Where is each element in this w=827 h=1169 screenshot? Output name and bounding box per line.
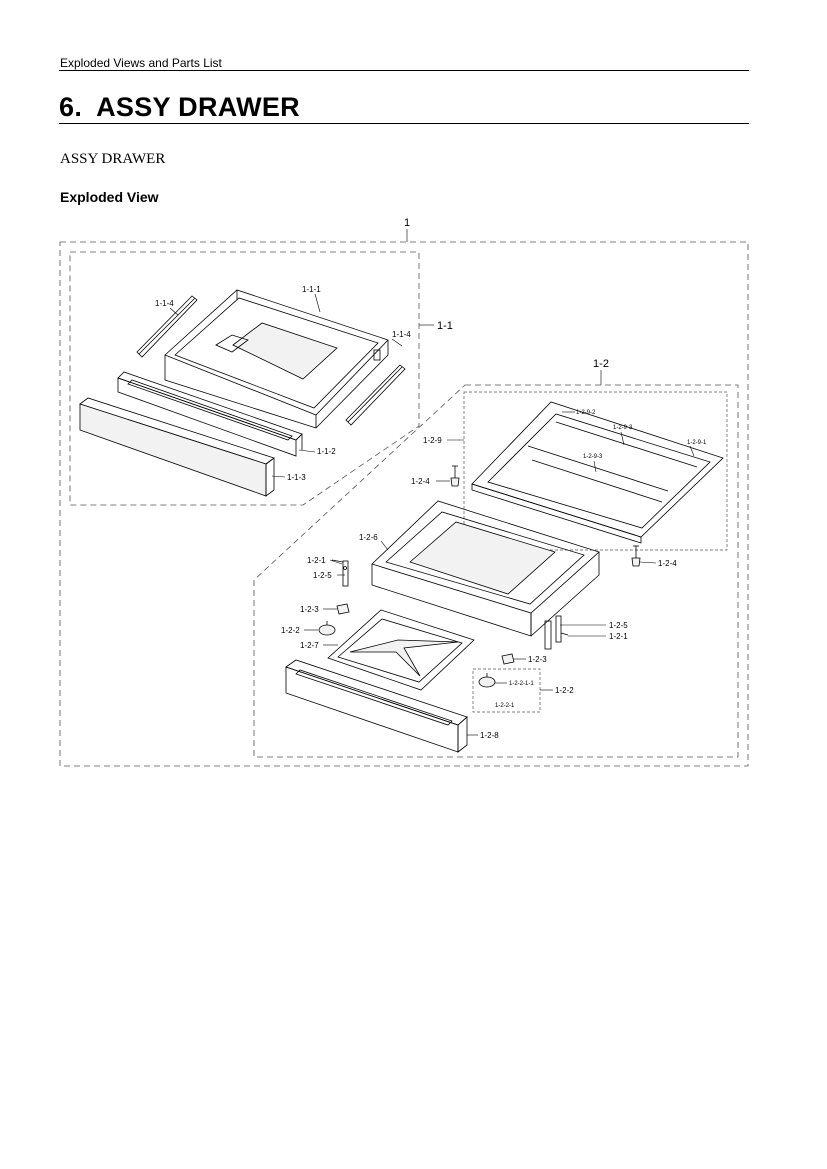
leader-1-1-2 <box>298 449 316 453</box>
leader-1-1-3 <box>271 475 286 478</box>
callout-1-2-1-left: 1-2-1 <box>307 556 326 565</box>
header-rule <box>59 70 749 71</box>
leader-1-2-4-right <box>639 561 657 564</box>
part-foot-right <box>631 545 641 567</box>
callout-1-2-8: 1-2-8 <box>480 731 499 740</box>
leader-1-1-4-right <box>391 338 403 347</box>
callout-1-2-1-right: 1-2-1 <box>609 632 628 641</box>
leader-1-2-9-3-b <box>593 460 597 473</box>
part-caster-right <box>478 673 496 688</box>
part-rail-left <box>136 295 198 358</box>
leader-1-2-9-3-a <box>620 431 625 446</box>
callout-1-2-9-1: 1-2-9-1 <box>687 440 707 446</box>
leader-1-1-4-left <box>169 307 179 316</box>
callout-1-2-5-right: 1-2-5 <box>609 621 628 630</box>
callout-1-1-3: 1-1-3 <box>287 473 306 482</box>
section-number: 6. <box>59 92 83 122</box>
callout-1-2-6: 1-2-6 <box>359 533 378 542</box>
part-rail-right <box>345 364 406 426</box>
callout-1-1-4-right: 1-1-4 <box>392 330 411 339</box>
part-front-frame-lower <box>285 659 468 753</box>
callout-1-2-2-left: 1-2-2 <box>281 626 300 635</box>
part-caster-left <box>318 621 336 636</box>
callout-1-1: 1-1 <box>437 320 453 332</box>
callout-1-1-2: 1-1-2 <box>317 447 336 456</box>
callout-1-2-9: 1-2-9 <box>423 436 442 445</box>
callout-1-2-4-right: 1-2-4 <box>658 559 677 568</box>
callout-1-2-3-right: 1-2-3 <box>528 655 547 664</box>
boundary-assembly-1 <box>59 241 749 767</box>
callout-1-2-2-right: 1-2-2 <box>555 686 574 695</box>
callout-1-2: 1-2 <box>593 358 609 370</box>
callout-1-2-9-2: 1-2-9-2 <box>576 410 596 416</box>
part-slide-frame <box>471 401 724 544</box>
callout-1-1-4-left: 1-1-4 <box>155 299 174 308</box>
part-bracket-right <box>544 615 569 650</box>
boundary-subassembly-1-2-2 <box>472 668 541 713</box>
boundary-subassembly-1-2-9 <box>463 391 728 551</box>
running-header: Exploded Views and Parts List <box>60 56 222 70</box>
callout-1-2-9-3-a: 1-2-9-3 <box>613 425 633 431</box>
leader-1-2-6 <box>380 540 389 551</box>
title-rule <box>59 123 749 124</box>
part-front-frame <box>117 371 303 457</box>
part-bracket-left <box>331 559 349 587</box>
boundary-subassembly-1-2 <box>253 384 739 758</box>
section-title-text: ASSY DRAWER <box>96 92 300 122</box>
part-drawer-tray <box>164 289 389 429</box>
part-cross-plate <box>327 609 475 691</box>
leader-1-2-1-left <box>329 559 343 565</box>
part-foot-left <box>450 465 460 487</box>
leader-1-2-9-1 <box>689 445 695 457</box>
callout-1-2-7: 1-2-7 <box>300 641 319 650</box>
leader-1-1-1 <box>314 293 321 313</box>
exploded-view-heading: Exploded View <box>60 189 159 205</box>
boundary-subassembly-1-1 <box>69 251 420 506</box>
part-caster-bracket-left <box>336 603 350 615</box>
callout-1-2-3-left: 1-2-3 <box>300 605 319 614</box>
assembly-subtitle: ASSY DRAWER <box>60 151 166 167</box>
callout-1-2-9-3-b: 1-2-9-3 <box>583 454 603 460</box>
section-title: 6. ASSY DRAWER <box>59 92 300 123</box>
callout-1-2-2-1-1: 1-2-2-1-1 <box>509 681 534 687</box>
part-drawer-body <box>371 500 600 637</box>
callout-1-1-1: 1-1-1 <box>302 285 321 294</box>
callout-1-2-2-1: 1-2-2-1 <box>495 703 515 709</box>
part-caster-bracket-right <box>501 653 515 665</box>
callout-1-2-4-left: 1-2-4 <box>411 477 430 486</box>
part-front-panel <box>79 397 275 497</box>
callout-1: 1 <box>404 217 410 229</box>
callout-1-2-5-left: 1-2-5 <box>313 571 332 580</box>
